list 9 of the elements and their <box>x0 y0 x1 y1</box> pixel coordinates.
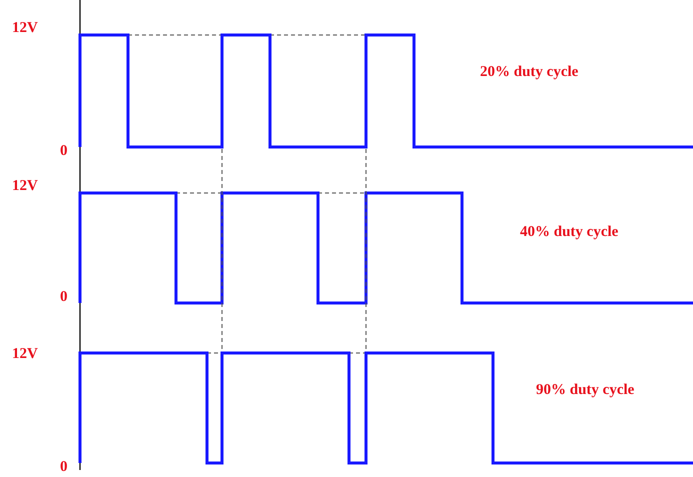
voltage-label: 0 <box>60 288 68 306</box>
voltage-label: 12V <box>12 19 38 37</box>
duty-cycle-label: 90% duty cycle <box>536 381 634 399</box>
voltage-label: 12V <box>12 177 38 195</box>
voltage-label: 0 <box>60 458 68 476</box>
duty-cycle-label: 20% duty cycle <box>480 63 578 81</box>
duty-cycle-label: 40% duty cycle <box>520 223 618 241</box>
voltage-label: 12V <box>12 345 38 363</box>
voltage-label: 0 <box>60 142 68 160</box>
